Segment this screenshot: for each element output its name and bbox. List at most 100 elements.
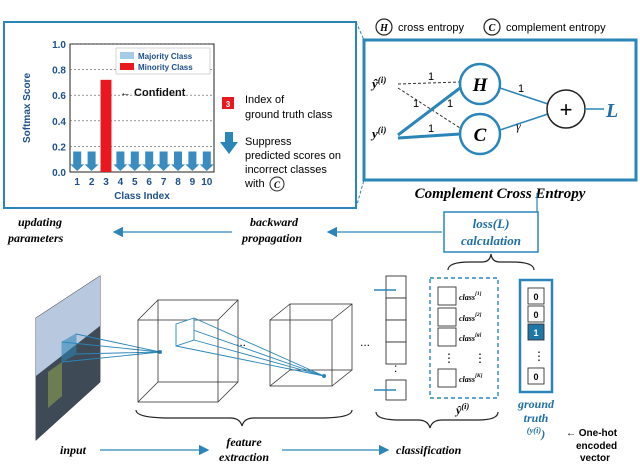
ground-truth-cells	[527, 287, 545, 385]
conv-lines-1	[61, 333, 161, 363]
index-note-line2: ground truth class	[245, 109, 333, 121]
class-vdots-left: ⋮	[443, 351, 455, 365]
suppress-bar-arrow-icon	[70, 151, 85, 171]
suppress-line3: incorrect classes	[245, 164, 327, 176]
suppress-bar-arrow-icon	[113, 151, 128, 171]
suppress-bar-arrow-icon	[127, 151, 142, 171]
y-tick-label: 0.8	[52, 66, 66, 77]
y-hat-label: ŷ(i)	[370, 75, 386, 91]
updating-line2: parameters	[7, 231, 64, 245]
suppress-c-letter: C	[274, 180, 281, 190]
class-label-2: class[2]	[459, 312, 482, 323]
index-marker-number: 3	[226, 100, 231, 109]
legend-minority-label: Minority Class	[138, 63, 193, 72]
cce-title: Complement Cross Entropy	[415, 186, 586, 202]
loss-symbol: L	[605, 100, 618, 122]
weight-out: 1	[518, 83, 524, 95]
weight-1c: 1	[447, 98, 453, 110]
suppress-bar-arrow-icon	[171, 151, 185, 171]
feature-brace	[135, 409, 353, 427]
gt-cell-2	[527, 305, 545, 323]
gt-label-line2: truth	[524, 411, 549, 425]
suppress-bar-arrow-icon	[185, 151, 200, 171]
input-image-road	[36, 326, 100, 440]
backward-line2: propagation	[241, 231, 302, 245]
x-tick-label: 6	[146, 177, 152, 188]
h-node-label: H	[472, 75, 489, 96]
suppress-c-symbol	[269, 176, 285, 192]
class-label-g: class[g]	[459, 332, 482, 343]
feature-cube-1	[137, 299, 239, 403]
loss-calc-line1: loss(L)	[473, 216, 510, 231]
class-label-k: class[K]	[459, 373, 483, 384]
conv-point-2	[322, 374, 326, 378]
index-marker-box	[222, 97, 234, 109]
backward-line1: backward	[250, 215, 299, 229]
loss-brace	[447, 253, 535, 271]
suppress-line2: predicted scores on	[245, 150, 341, 162]
legend-h-icon	[375, 18, 393, 36]
plus-node-label: +	[560, 97, 573, 122]
onehot-note-line1: ← One-hot	[566, 428, 618, 439]
h-node	[458, 62, 502, 106]
classification-brace	[375, 411, 499, 429]
x-tick-label: 7	[161, 177, 167, 188]
legend-c-icon	[483, 18, 501, 36]
connector-bottom	[355, 179, 365, 209]
conv-lines-2	[175, 317, 325, 377]
x-tick-label: 8	[175, 177, 181, 188]
y-tick-label: 0.0	[52, 168, 66, 179]
feature-dots-2: ...	[360, 335, 370, 349]
loss-calc-line2: calculation	[461, 233, 521, 248]
index-note-line1: Index of	[245, 94, 285, 106]
x-tick-label: 2	[89, 177, 95, 188]
edge-yhat-c	[397, 87, 461, 129]
classification-label: classification	[396, 443, 462, 457]
x-tick-label: 10	[201, 177, 213, 188]
feature-line2: extraction	[219, 450, 269, 464]
fc-column	[385, 275, 407, 401]
gt-label-line3: (y(i))	[527, 426, 545, 441]
weight-1d: 1	[428, 123, 434, 135]
bar-minority	[100, 79, 112, 172]
x-axis-label: Class Index	[114, 191, 170, 202]
feature-line1: feature	[226, 435, 262, 449]
confident-annotation: ← Confident	[120, 87, 186, 99]
edge-c-plus	[499, 113, 549, 131]
gt-value-4: 0	[533, 372, 538, 382]
input-image-tree	[48, 362, 62, 408]
ground-truth-frame	[518, 278, 554, 394]
class-output-cells	[437, 286, 457, 388]
input-label: input	[60, 443, 87, 457]
suppress-bar-arrow-icon	[199, 151, 214, 171]
feature-cube-2	[269, 303, 353, 387]
legend-majority-label: Majority Class	[138, 52, 193, 61]
suppress-line1: Suppress	[245, 136, 292, 148]
gt-value-2: 0	[533, 310, 538, 320]
onehot-note-line3: vector	[580, 453, 610, 464]
y-tick-label: 0.2	[52, 142, 66, 153]
y-axis-label: Softmax Score	[22, 73, 33, 143]
x-tick-label: 4	[118, 177, 124, 188]
weight-1b: 1	[413, 98, 419, 110]
y-true-label: y(i)	[370, 125, 386, 141]
connector-top	[355, 21, 365, 41]
conv-window-2	[175, 317, 195, 347]
legend-c-text: complement entropy	[506, 22, 606, 34]
legend-majority-swatch	[120, 52, 134, 59]
input-image-sky	[36, 276, 100, 376]
gt-vdots: ⋮	[533, 349, 545, 363]
y-tick-label: 0.6	[52, 91, 66, 102]
updating-line1: updating	[18, 215, 62, 229]
gt-value-1: 0	[533, 292, 538, 302]
suppress-arrow-icon	[220, 132, 238, 154]
weight-gamma: γ	[516, 119, 521, 133]
x-tick-label: 1	[74, 177, 80, 188]
legend-minority-swatch	[120, 63, 134, 70]
c-node-label: C	[474, 125, 487, 146]
weight-1a: 1	[428, 71, 434, 83]
y-hat-output-label: ŷ(i)	[454, 402, 469, 417]
onehot-note-line2: encoded	[576, 441, 617, 452]
